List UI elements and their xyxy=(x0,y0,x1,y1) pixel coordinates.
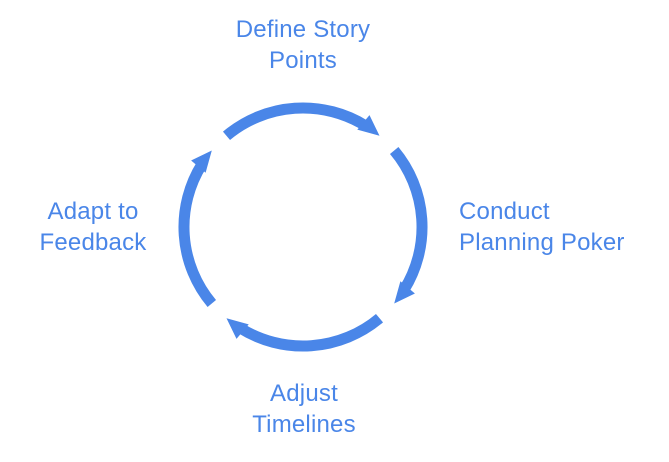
arrowhead-icon xyxy=(226,318,249,339)
step-label-define-story-points: Define Story Points xyxy=(235,16,371,74)
cycle-arc-segment xyxy=(178,160,217,308)
cycle-arc-segment xyxy=(389,146,428,294)
step-label-adjust-timelines: Adjust Timelines xyxy=(252,380,356,438)
step-label-conduct-planning-poker: Conduct Planning Poker xyxy=(459,198,625,256)
cycle-arc-segment xyxy=(222,102,370,141)
arrowhead-icon xyxy=(357,115,380,136)
cycle-arc-segment xyxy=(236,313,384,352)
arrowhead-icon xyxy=(394,281,415,304)
arrowhead-icon xyxy=(191,150,212,173)
step-label-adapt-to-feedback: Adapt to Feedback xyxy=(39,198,147,256)
